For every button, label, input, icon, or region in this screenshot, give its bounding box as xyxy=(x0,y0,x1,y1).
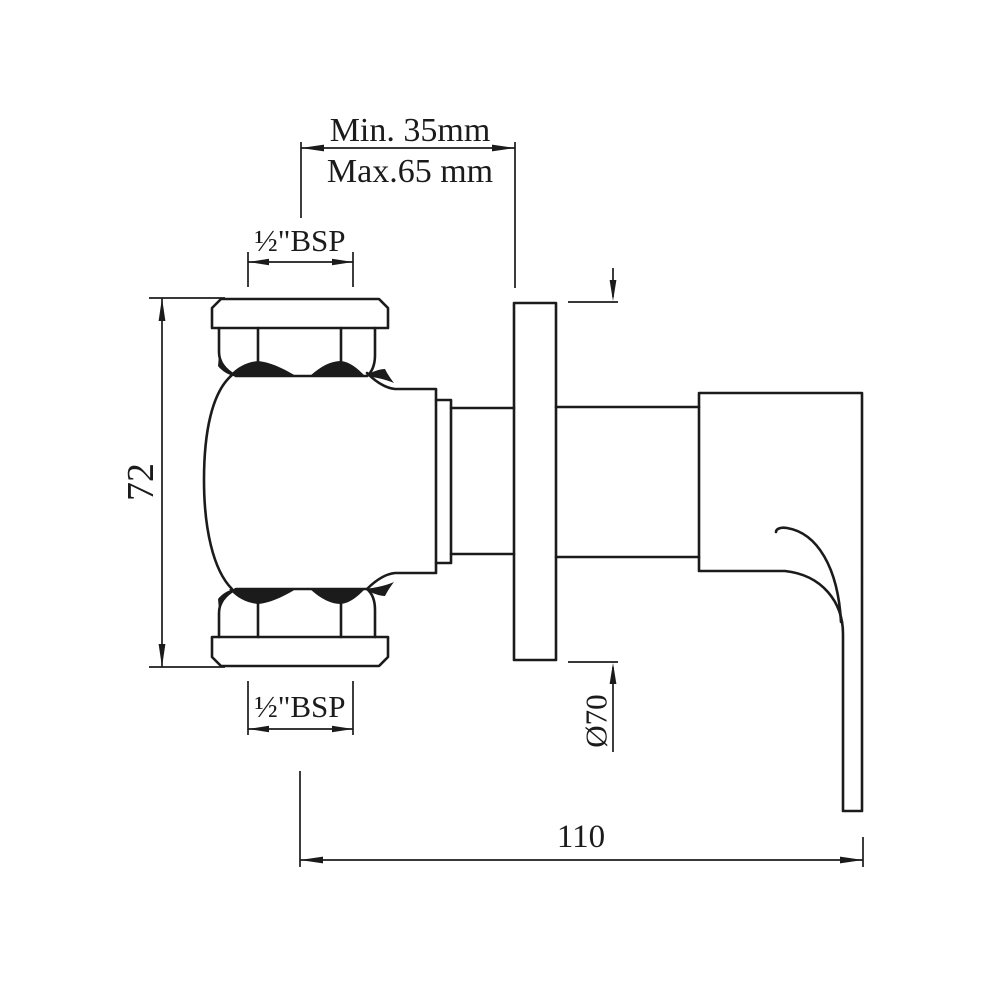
arrowhead-right xyxy=(332,725,353,733)
wall-depth-min-label: Min. 35mm xyxy=(330,112,491,149)
bottom-cap xyxy=(210,635,390,668)
flange-diameter-label: Ø70 xyxy=(579,694,614,747)
arrowhead-top xyxy=(158,298,166,321)
arrowhead-down xyxy=(609,280,617,301)
dim-flange-diameter: Ø70 xyxy=(568,268,618,752)
wall-pipe-and-flange xyxy=(449,301,701,662)
top-hex-nut xyxy=(217,326,394,383)
dim-overall-length: 110 xyxy=(299,771,864,867)
dim-wall-depth: Min. 35mm Max.65 mm xyxy=(300,112,516,288)
arrowhead-right xyxy=(332,258,353,266)
thread-top-label: ½"BSP xyxy=(254,223,345,258)
dim-body-height: 72 xyxy=(120,297,225,668)
arrowhead-left xyxy=(300,856,323,864)
bottom-hex-shadow xyxy=(218,582,394,610)
body-left-profile xyxy=(202,373,234,591)
valve-body xyxy=(202,297,453,668)
lever-handle xyxy=(697,391,864,813)
thread-bottom-label: ½"BSP xyxy=(254,689,345,724)
bottom-hex-nut xyxy=(217,582,394,639)
arrowhead-right xyxy=(840,856,863,864)
overall-length-label: 110 xyxy=(557,819,605,855)
body-height-label: 72 xyxy=(120,463,162,501)
arrowhead-right xyxy=(492,144,515,152)
wall-flange-plate xyxy=(512,301,558,662)
dim-thread-top: ½"BSP xyxy=(247,223,354,287)
handle-outline xyxy=(697,391,864,813)
arrowhead-bottom xyxy=(158,644,166,667)
wall-depth-max-label: Max.65 mm xyxy=(327,153,493,190)
body-right-profile xyxy=(365,371,438,591)
handle-inner-curve xyxy=(774,526,843,624)
spigot xyxy=(434,398,453,565)
top-hex-shadow xyxy=(218,355,394,383)
arrowhead-up xyxy=(609,663,617,684)
arrowhead-left xyxy=(301,144,324,152)
arrowhead-left xyxy=(248,725,269,733)
top-cap xyxy=(210,297,390,330)
arrowhead-left xyxy=(248,258,269,266)
dim-thread-bottom: ½"BSP xyxy=(247,681,354,735)
